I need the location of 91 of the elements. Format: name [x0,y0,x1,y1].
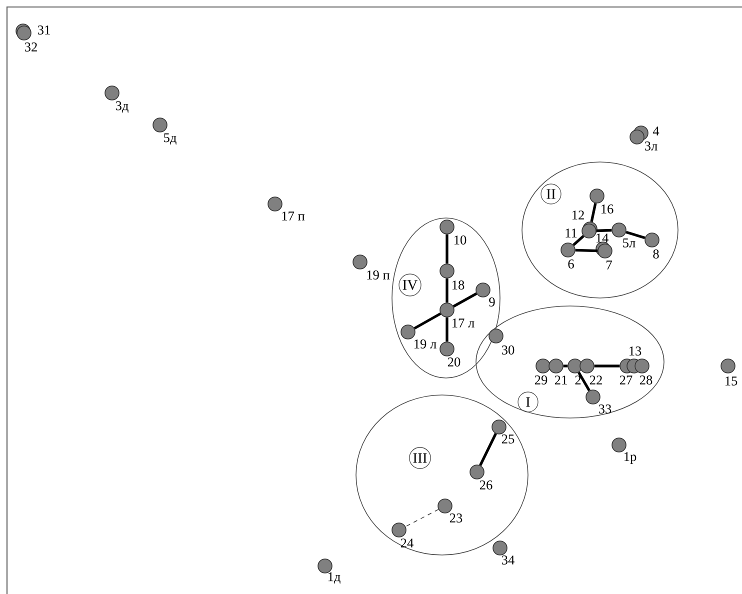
point-label: 2 [575,376,581,384]
point-dot [440,220,454,234]
point-label: 29 [534,376,548,384]
point-label: 16 [602,204,614,214]
point-label: 34 [502,556,514,564]
point-dot [318,558,332,574]
link-line [575,248,598,252]
point-dot [536,358,550,374]
point-dot [634,358,650,374]
point-label: 22 [590,376,602,384]
point-dot [400,324,416,340]
point-label: 26 [480,480,492,490]
point-dot [492,540,508,556]
point-label: 1д [328,572,340,584]
link-line [479,433,497,466]
point-label: 13 [630,346,642,356]
point-label: 8 [653,250,659,258]
point-label: 30 [502,346,514,354]
point-dot [548,358,564,374]
point-label: 27 [620,376,632,384]
point-dot [644,232,660,248]
cluster-ellipse [356,394,528,556]
cluster-number: III [409,447,431,469]
point-label: 17 п [282,212,305,220]
link-line [563,364,568,368]
point-label: 7 [606,260,612,270]
cluster-ellipse [522,162,678,298]
point-label: 24 [400,538,414,548]
point-dot [580,358,594,374]
point-dot [476,282,490,298]
point-dot [438,498,452,514]
point-dot [352,254,368,270]
point-dot [470,464,484,480]
cluster-number: IV [398,274,422,296]
link-line [578,372,590,392]
link-line [596,228,612,232]
point-dot [152,118,168,132]
cluster-number: II [540,184,562,204]
point-label: 28 [640,376,652,384]
point-label: 19 п [367,270,390,280]
cluster-ellipse [476,306,664,418]
point-dot [560,242,576,258]
point-label: 5д [164,133,176,145]
point-label: 17 л [452,318,474,328]
point-dot [492,420,506,434]
point-dot [488,328,504,344]
point-label: 18 [452,280,464,290]
point-label: 20 [448,358,460,366]
link-line [446,234,448,264]
link-line [414,312,442,330]
point-label: 6 [568,260,574,268]
point-dot [440,302,454,318]
link-line [405,509,439,527]
point-dot [268,196,282,212]
point-dot [568,358,582,374]
point-label: 32 [24,42,37,52]
link-line [590,202,597,222]
point-label: 31 [38,26,50,34]
point-dot [612,222,626,238]
point-dot [720,358,736,374]
point-dot [612,438,626,452]
link-line [446,317,448,342]
point-label: 19 л [414,340,436,348]
point-label: 15 [726,376,738,386]
link-line [572,234,584,246]
point-label: 3л [645,142,658,150]
point-label: 11 [566,228,577,238]
link-line [452,292,478,308]
point-label: 25 [502,434,514,444]
point-dot [392,522,406,538]
point-dot [440,264,454,278]
point-label: 23 [450,514,462,522]
cluster-ellipse [392,218,500,378]
cluster-number: I [518,392,538,412]
point-dot [590,188,604,204]
point-label: 1р [624,452,636,464]
point-label: 12 [572,210,584,220]
link-line [626,230,646,240]
point-label: 3д [116,101,128,113]
point-label: 14 [596,234,608,242]
point-dot [586,390,600,404]
point-dot [440,342,454,356]
link-line [594,364,620,368]
link-line [446,278,448,303]
point-label: 4 [652,126,660,136]
point-dot [104,86,120,100]
point-label: 10 [454,236,466,244]
point-label: 9 [489,298,495,306]
point-label: 5л [623,238,636,248]
point-label: 33 [598,404,612,414]
point-label: 21 [554,376,567,384]
